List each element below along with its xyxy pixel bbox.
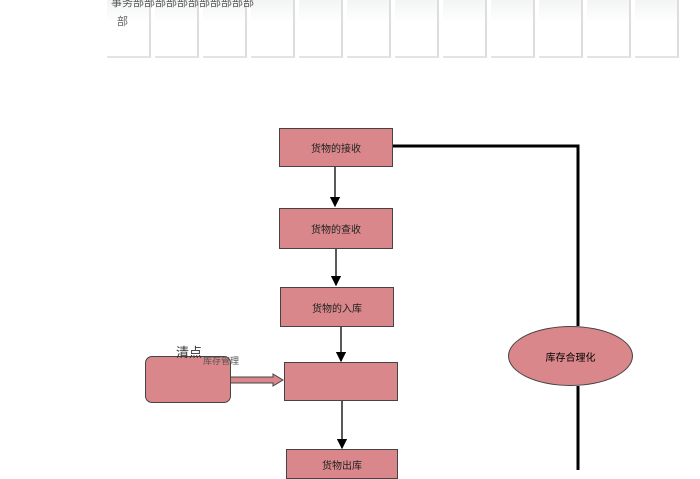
column [347,0,391,58]
column [587,0,631,58]
header-text-2: 部 [117,15,128,28]
box-side [145,356,231,403]
column [203,0,247,58]
box-receive: 货物的接收 [279,128,393,167]
column [299,0,343,58]
column [251,0,295,58]
box-outbound: 货物出库 [286,449,398,479]
box-inspect: 货物的查收 [279,208,393,249]
column [539,0,583,58]
column [443,0,487,58]
column [395,0,439,58]
ellipse-inventory-rationalization: 库存合理化 [508,326,633,386]
column [107,0,151,58]
column [635,0,679,58]
label-count: 清点 [176,346,203,361]
feedback-line [393,144,580,326]
column [491,0,535,58]
box-storage: 货物的入库 [280,287,394,327]
column [155,0,199,58]
box-middle [284,362,398,401]
header-text: 事务部部部部部部部部部部部 [111,0,254,9]
label-inventory-management: 库存管理 [203,357,240,367]
hollow-arrow [229,373,284,387]
